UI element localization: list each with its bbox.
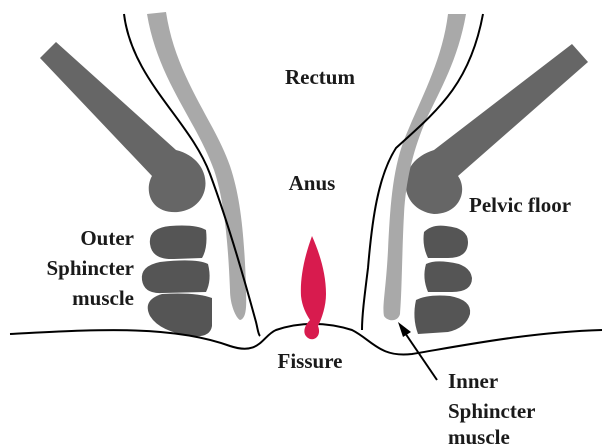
label-fissure: Fissure	[278, 349, 343, 373]
label-rectum: Rectum	[285, 65, 355, 89]
pelvic-floor-muscle-right	[405, 44, 588, 214]
label-anus: Anus	[289, 171, 336, 195]
label-inner-sphincter-line-2: Sphincter	[448, 399, 536, 423]
outer-sphincter-block-left-1	[150, 226, 207, 260]
outer-sphincter-block-right-3	[414, 296, 470, 335]
outer-sphincter-block-right-2	[424, 261, 472, 292]
outer-sphincter-muscle-left	[142, 226, 212, 337]
outer-sphincter-block-left-3	[148, 294, 212, 337]
outer-sphincter-muscle-right	[414, 226, 472, 334]
outer-sphincter-block-right-1	[424, 226, 469, 258]
label-outer-sphincter-line-2: Sphincter	[46, 256, 134, 280]
inner-sphincter-arrowhead	[398, 322, 411, 337]
label-inner-sphincter-line-1: Inner	[448, 369, 498, 393]
label-pelvic-floor: Pelvic floor	[469, 193, 571, 217]
outer-sphincter-block-left-2	[142, 260, 210, 293]
label-inner-sphincter-line-3: muscle	[448, 425, 510, 447]
label-outer-sphincter-line-3: muscle	[72, 286, 134, 310]
label-outer-sphincter-line-1: Outer	[80, 226, 134, 250]
